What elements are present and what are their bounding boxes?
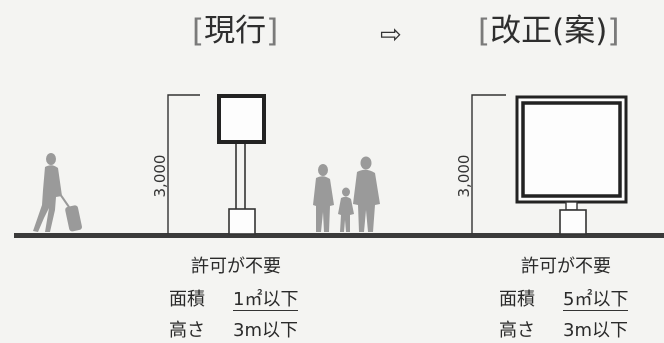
revised-sign-post [565, 201, 578, 211]
revised-height-value: 3m以下 [563, 320, 628, 341]
family-silhouette [313, 156, 380, 232]
revised-sign-base [559, 209, 587, 235]
current-height-row-label: 高さ [169, 320, 205, 341]
arrow-icon: ⇨ [380, 20, 402, 50]
current-caption: 許可が不要 [191, 256, 281, 277]
revised-heading: [改正(案)] [478, 16, 619, 47]
current-bracket-open: [ [192, 13, 205, 49]
revised-caption: 許可が不要 [521, 256, 611, 277]
current-sign-board [217, 94, 266, 144]
current-bracket-close: ] [266, 13, 279, 49]
revised-sign-board-inner [521, 101, 622, 198]
revised-bracket-open: [ [478, 13, 491, 49]
current-height-value: 3m以下 [233, 320, 298, 341]
revised-height-dimension [471, 94, 506, 234]
revised-height-label: 3,000 [455, 154, 473, 198]
current-heading: [現行] [192, 16, 278, 47]
current-sign-base [228, 208, 256, 235]
current-height-label: 3,000 [151, 154, 169, 198]
revised-title: 改正(案) [490, 13, 608, 49]
ground-line [14, 233, 664, 238]
revised-area-label: 面積 [499, 289, 535, 310]
revised-bracket-close: ] [607, 13, 620, 49]
current-area-label: 面積 [169, 289, 205, 310]
walking-person-silhouette [33, 153, 82, 232]
revised-sign-board [515, 95, 628, 204]
current-height-dimension [167, 94, 200, 234]
revised-height-row-label: 高さ [499, 320, 535, 341]
current-area-value: 1㎡以下 [233, 289, 299, 311]
current-title: 現行 [204, 13, 267, 49]
revised-area-value: 5㎡以下 [563, 289, 629, 311]
